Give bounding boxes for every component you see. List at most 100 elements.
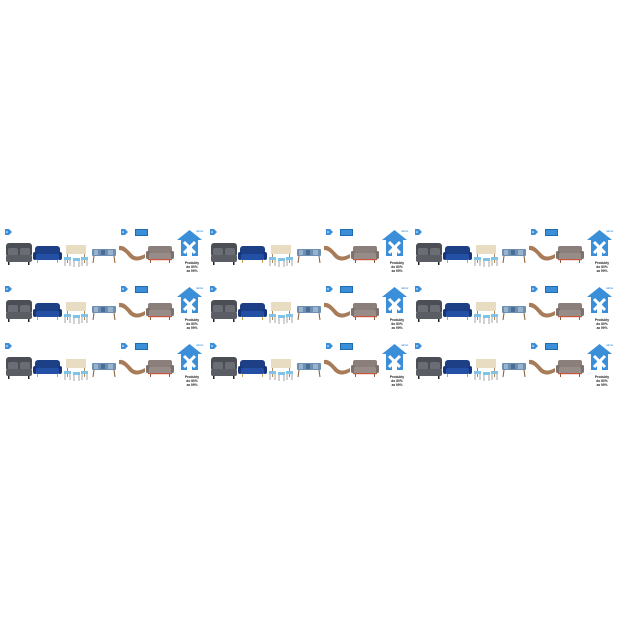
bench-image [92,306,116,321]
grey-sofa-image [416,357,442,379]
bench-image [297,249,321,264]
price-tag-icon [326,343,333,349]
grey-sofa-image [211,357,237,379]
price-tag-icon [415,343,422,349]
taupe-sofa-image [351,360,379,377]
logo-label: tablet [401,229,409,233]
furniture-banner[interactable]: tablet Produkty do 80% za 99% [3,226,208,283]
bench-image [502,249,526,264]
logo-label: tablet [606,229,614,233]
promo-text: Produkty do 80% za 99% [179,261,205,273]
promo-line-3: za 99% [596,326,608,330]
taupe-sofa-image [556,246,584,263]
grey-sofa-image [6,357,32,379]
promo-line-3: za 99% [391,269,403,273]
bench-image [502,363,526,378]
furniture-banner[interactable]: tablet Produkty do 80% za 99% [413,226,618,283]
promo-line-2: do 80% [391,379,403,383]
blue-sofa-image [443,246,472,263]
lounger-image [119,359,145,375]
lounger-image [324,359,350,375]
banner-grid: tablet Produkty do 80% za 99% [3,226,618,397]
promo-line-2: do 80% [596,322,608,326]
grey-sofa-image [6,243,32,265]
promo-line-3: za 99% [186,269,198,273]
blue-sofa-image [443,360,472,377]
furniture-banner[interactable]: tablet Produkty do 80% za 99% [208,226,413,283]
promo-line-2: do 80% [186,322,198,326]
house-logo-icon [177,230,202,256]
house-logo-icon [382,287,407,313]
blue-sofa-image [238,303,267,320]
promo-text: Produkty do 80% za 99% [384,375,410,387]
sale-badge [135,286,148,293]
promo-line-1: Produkty [594,261,610,265]
price-tag-icon [531,343,538,349]
sale-badge [340,229,353,236]
house-logo-icon [587,287,612,313]
furniture-banner[interactable]: tablet Produkty do 80% za 99% [208,283,413,340]
blue-sofa-image [238,360,267,377]
furniture-banner[interactable]: tablet Produkty do 80% za 99% [413,340,618,397]
sale-badge [545,229,558,236]
bench-image [502,306,526,321]
promo-line-3: za 99% [391,326,403,330]
furniture-banner[interactable]: tablet Produkty do 80% za 99% [413,283,618,340]
furniture-banner[interactable]: tablet Produkty do 80% za 99% [3,283,208,340]
dining-set-image [269,359,293,381]
furniture-banner[interactable]: tablet Produkty do 80% za 99% [208,340,413,397]
sale-badge [340,343,353,350]
price-tag-icon [210,343,217,349]
lounger-image [529,245,555,261]
promo-line-3: za 99% [391,383,403,387]
promo-line-1: Produkty [184,318,200,322]
price-tag-icon [415,229,422,235]
sale-badge [340,286,353,293]
dining-set-image [269,245,293,267]
taupe-sofa-image [146,303,174,320]
taupe-sofa-image [351,246,379,263]
bench-image [92,249,116,264]
dining-set-image [64,302,88,324]
promo-text: Produkty do 80% za 99% [384,261,410,273]
bench-image [92,363,116,378]
sale-badge [545,286,558,293]
lounger-image [529,302,555,318]
sale-badge [545,343,558,350]
logo-label: tablet [401,286,409,290]
dining-set-image [474,359,498,381]
promo-line-1: Produkty [389,318,405,322]
logo-label: tablet [196,229,204,233]
dining-set-image [269,302,293,324]
logo-label: tablet [196,343,204,347]
blue-sofa-image [33,246,62,263]
promo-line-2: do 80% [186,379,198,383]
dining-set-image [474,245,498,267]
promo-text: Produkty do 80% za 99% [589,318,615,330]
price-tag-icon [415,286,422,292]
logo-label: tablet [606,286,614,290]
price-tag-icon [5,286,12,292]
promo-text: Produkty do 80% za 99% [384,318,410,330]
promo-line-3: za 99% [596,383,608,387]
promo-text: Produkty do 80% za 99% [179,375,205,387]
promo-line-2: do 80% [391,322,403,326]
price-tag-icon [121,229,128,235]
grey-sofa-image [416,300,442,322]
dining-set-image [64,359,88,381]
bench-image [297,363,321,378]
blue-sofa-image [33,303,62,320]
lounger-image [324,302,350,318]
promo-line-1: Produkty [184,261,200,265]
price-tag-icon [5,343,12,349]
furniture-banner[interactable]: tablet Produkty do 80% za 99% [3,340,208,397]
grey-sofa-image [416,243,442,265]
grey-sofa-image [6,300,32,322]
logo-label: tablet [401,343,409,347]
sale-badge [135,343,148,350]
taupe-sofa-image [556,360,584,377]
house-logo-icon [587,230,612,256]
taupe-sofa-image [351,303,379,320]
taupe-sofa-image [146,360,174,377]
bench-image [297,306,321,321]
